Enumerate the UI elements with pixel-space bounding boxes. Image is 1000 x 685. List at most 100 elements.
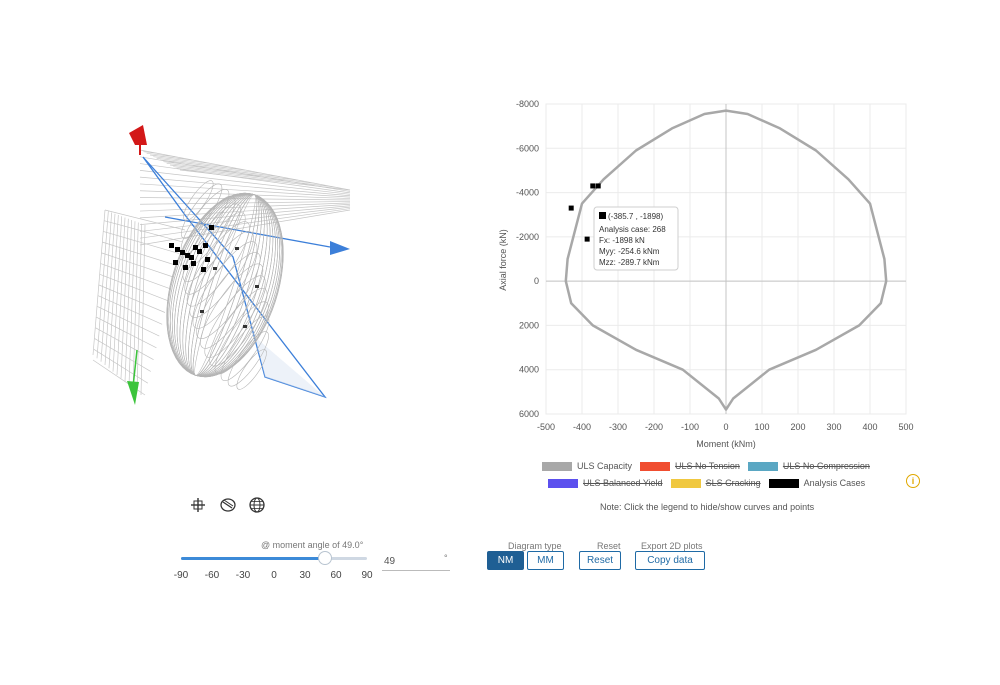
degree-unit: ° [444,553,448,563]
analysis-case-point-3d [209,225,214,230]
capacity-surface-mesh [166,180,284,390]
analysis-case-point-3d [175,247,180,252]
analysis-case-point-3d [201,267,206,272]
legend-note: Note: Click the legend to hide/show curv… [600,502,815,512]
legend-label: ULS No Tension [675,461,740,471]
tooltip-mzz: Mzz: -289.7 kNm [599,258,660,267]
3d-interaction-diagram[interactable] [85,115,365,415]
info-icon[interactable]: i [906,474,920,488]
analysis-case-point-3d [193,245,198,250]
legend-uls-no-compression[interactable]: ULS No Compression [747,461,870,471]
analysis-case-point-3d [200,310,204,313]
globe-icon[interactable] [249,497,265,513]
x-tick-label: -100 [681,422,699,432]
analysis-case-point-3d [180,250,185,255]
analysis-case-point[interactable] [584,236,590,242]
legend-uls-no-tension[interactable]: ULS No Tension [640,461,740,471]
slider-tick: 60 [330,570,342,581]
x-axis-label: Moment (kNm) [696,439,756,449]
slider-thumb[interactable] [317,551,332,565]
legend-uls-balanced-yield[interactable]: ULS Balanced Yield [548,478,663,488]
x-tick-label: 300 [826,422,841,432]
crosshair-icon[interactable] [190,497,206,513]
y-tick-label: 2000 [519,320,539,330]
x-tick-label: 500 [898,422,913,432]
analysis-case-point-3d [183,265,188,270]
slider-tick: 90 [361,570,373,581]
legend-analysis-cases[interactable]: Analysis Cases [768,478,866,488]
analysis-case-point-3d [255,285,259,288]
export-label: Export 2D plots [641,541,703,551]
legend-sls-cracking[interactable]: SLS Cracking [670,478,761,488]
legend-swatch [542,461,572,471]
legend-label: ULS Capacity [577,461,633,471]
analysis-case-point-3d [197,249,202,254]
x-tick-label: -500 [537,422,555,432]
slider-tick: 0 [271,570,277,581]
legend-label: ULS Balanced Yield [583,478,663,488]
x-tick-label: -300 [609,422,627,432]
point-tooltip: (-385.7 , -1898) Analysis case: 268 Fx: … [593,206,679,271]
slider-tick: -30 [235,570,251,581]
analysis-case-point-3d [191,261,196,266]
y-tick-label: 4000 [519,365,539,375]
diagram-type-label: Diagram type [508,541,562,551]
nm-button[interactable]: NM [487,551,524,570]
x-tick-label: -400 [573,422,591,432]
legend-label: SLS Cracking [705,478,761,488]
y-axis-label: Axial force (kN) [498,229,508,291]
moment-plane [142,156,331,399]
legend-swatch [747,461,778,471]
reset-button[interactable]: Reset [579,551,621,570]
analysis-case-point-3d [173,260,178,265]
legend-label: ULS No Compression [782,461,870,471]
angle-input[interactable] [382,552,450,571]
analysis-case-point[interactable] [595,183,601,189]
legend-row-2: ULS Balanced Yield SLS Cracking Analysis… [548,478,873,488]
analysis-case-point[interactable] [568,205,574,211]
x-tick-label: 100 [754,422,769,432]
analysis-case-point[interactable] [590,183,596,189]
tooltip-myy: Myy: -254.6 kNm [599,247,660,256]
grid-wall [92,149,351,396]
slider-track[interactable] [181,551,367,565]
analysis-case-point-3d [185,253,190,258]
legend-uls-capacity[interactable]: ULS Capacity [542,461,632,471]
analysis-case-point-3d [169,243,174,248]
y-axis-arrow [127,381,139,405]
tooltip-case: Analysis case: 268 [599,225,666,234]
legend-swatch [768,478,799,488]
z-axis-arrow [129,125,147,145]
analysis-case-point-3d [243,325,247,328]
slider-fill [181,557,325,560]
x-tick-label: 0 [723,422,728,432]
analysis-case-point-3d [203,243,208,248]
front-view-icon[interactable] [220,497,236,513]
analysis-case-point-3d [205,257,210,262]
slider-tick: 30 [299,570,311,581]
axis-arrows [127,125,350,405]
copy-data-button[interactable]: Copy data [635,551,705,570]
slider-label: @ moment angle of 49.0° [261,540,364,550]
y-tick-label: -8000 [516,99,539,109]
y-tick-label: -6000 [516,143,539,153]
legend-label: Analysis Cases [803,478,866,488]
analysis-case-point-3d [235,247,239,250]
legend-swatch [670,478,701,488]
legend-row-1: ULS Capacity ULS No Tension ULS No Compr… [542,461,878,471]
analysis-case-point-3d [213,267,217,270]
x-axis-arrow [330,241,350,255]
slider-tick: -90 [173,570,189,581]
mm-button[interactable]: MM [527,551,564,570]
y-tick-label: 0 [534,276,539,286]
tooltip-header: (-385.7 , -1898) [608,212,663,221]
x-tick-label: 400 [862,422,877,432]
reset-label: Reset [597,541,621,551]
moment-angle-slider[interactable]: @ moment angle of 49.0° -90 -60 -30 0 30… [173,540,375,590]
slider-tick: -60 [204,570,220,581]
y-tick-label: -4000 [516,188,539,198]
x-tick-label: 200 [790,422,805,432]
